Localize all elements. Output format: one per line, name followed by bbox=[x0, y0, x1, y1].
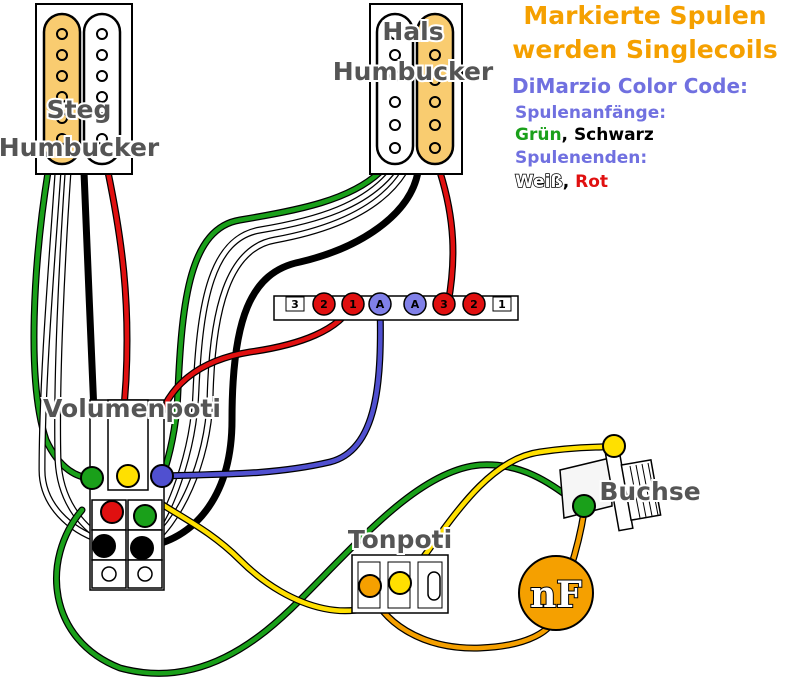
switch-terminal-label-0: 3 bbox=[291, 298, 299, 311]
legend-starts-label: Spulenanfänge: bbox=[515, 103, 666, 123]
switch-terminal-label-2: 1 bbox=[349, 298, 357, 311]
bridge-label-line2: Humbucker bbox=[0, 133, 160, 162]
neck-coil-marked bbox=[415, 12, 455, 166]
switch-terminal-label-7: 1 bbox=[498, 298, 506, 311]
tonepot-yellow-dot bbox=[388, 571, 412, 595]
legend-red-word: Rot bbox=[575, 172, 608, 192]
capacitor-label: nF bbox=[530, 574, 582, 616]
volpot-red-dot bbox=[100, 500, 124, 524]
neck-coil-plain bbox=[375, 12, 415, 166]
volpot-black-dot-2 bbox=[130, 536, 154, 560]
neck-label-line2: Humbucker bbox=[333, 57, 494, 86]
legend-ends-label: Spulenenden: bbox=[515, 148, 647, 168]
switch-terminal-dot-2 bbox=[341, 292, 365, 316]
volpot-green-dot bbox=[80, 466, 104, 490]
pickup-switch: 3 2 1 A A 3 2 1 bbox=[273, 292, 519, 321]
legend-white-word: Weiß bbox=[515, 172, 563, 192]
jack-yellow-dot bbox=[602, 434, 626, 458]
capacitor: nF bbox=[518, 555, 594, 631]
legend-ends-line: Weiß, Rot bbox=[515, 172, 608, 192]
switch-terminal-label-3: A bbox=[376, 298, 385, 311]
switch-terminal-dot-3 bbox=[368, 292, 392, 316]
jack-green-dot bbox=[572, 494, 596, 518]
bridge-coil-plain bbox=[82, 12, 122, 166]
switch-terminal-dot-5 bbox=[432, 292, 456, 316]
title-line2: werden Singlecoils bbox=[512, 35, 778, 64]
title-line1: Markierte Spulen bbox=[523, 1, 766, 30]
legend-starts-line: Grün, Schwarz bbox=[515, 125, 654, 145]
volpot-blue-dot bbox=[150, 464, 174, 488]
tone-pot-label: Tonpoti bbox=[348, 525, 452, 554]
switch-terminal-dot-6 bbox=[462, 292, 486, 316]
switch-terminal-label-1: 2 bbox=[320, 298, 328, 311]
volpot-black-dot-1 bbox=[92, 534, 116, 558]
volume-pot-label: Volumenpoti bbox=[43, 394, 221, 423]
jack-label: Buchse bbox=[599, 477, 700, 506]
switch-terminal-label-5: 3 bbox=[440, 298, 448, 311]
header: Markierte Spulen werden Singlecoils bbox=[512, 1, 778, 64]
bridge-label-line1: Steg bbox=[47, 95, 112, 124]
switch-terminal-label-4: A bbox=[411, 298, 420, 311]
neck-humbucker: Hals Humbucker bbox=[331, 3, 496, 175]
bridge-humbucker: Steg Humbucker bbox=[0, 3, 162, 175]
volpot-yellow-dot bbox=[116, 464, 140, 488]
wire-neck-black bbox=[136, 168, 422, 552]
switch-terminals: 3 2 1 A A 3 2 1 bbox=[291, 292, 506, 316]
tonepot-orange-dot bbox=[358, 574, 382, 598]
neck-label-line1: Hals bbox=[382, 17, 443, 46]
tone-pot: Tonpoti bbox=[346, 523, 454, 614]
switch-terminal-dot-1 bbox=[312, 292, 336, 316]
bridge-coil-marked bbox=[42, 12, 82, 166]
legend-green-word: Grün bbox=[515, 125, 562, 145]
legend-heading: DiMarzio Color Code: bbox=[512, 74, 748, 98]
color-legend: DiMarzio Color Code: Spulenanfänge: Grün… bbox=[512, 74, 748, 193]
volume-pot: Volumenpoti bbox=[41, 392, 223, 591]
volpot-green-dot-2 bbox=[133, 504, 157, 528]
switch-terminal-label-6: 2 bbox=[470, 298, 478, 311]
switch-terminal-dot-4 bbox=[403, 292, 427, 316]
legend-black-word: Schwarz bbox=[574, 125, 654, 145]
output-jack: Buchse bbox=[559, 434, 703, 532]
